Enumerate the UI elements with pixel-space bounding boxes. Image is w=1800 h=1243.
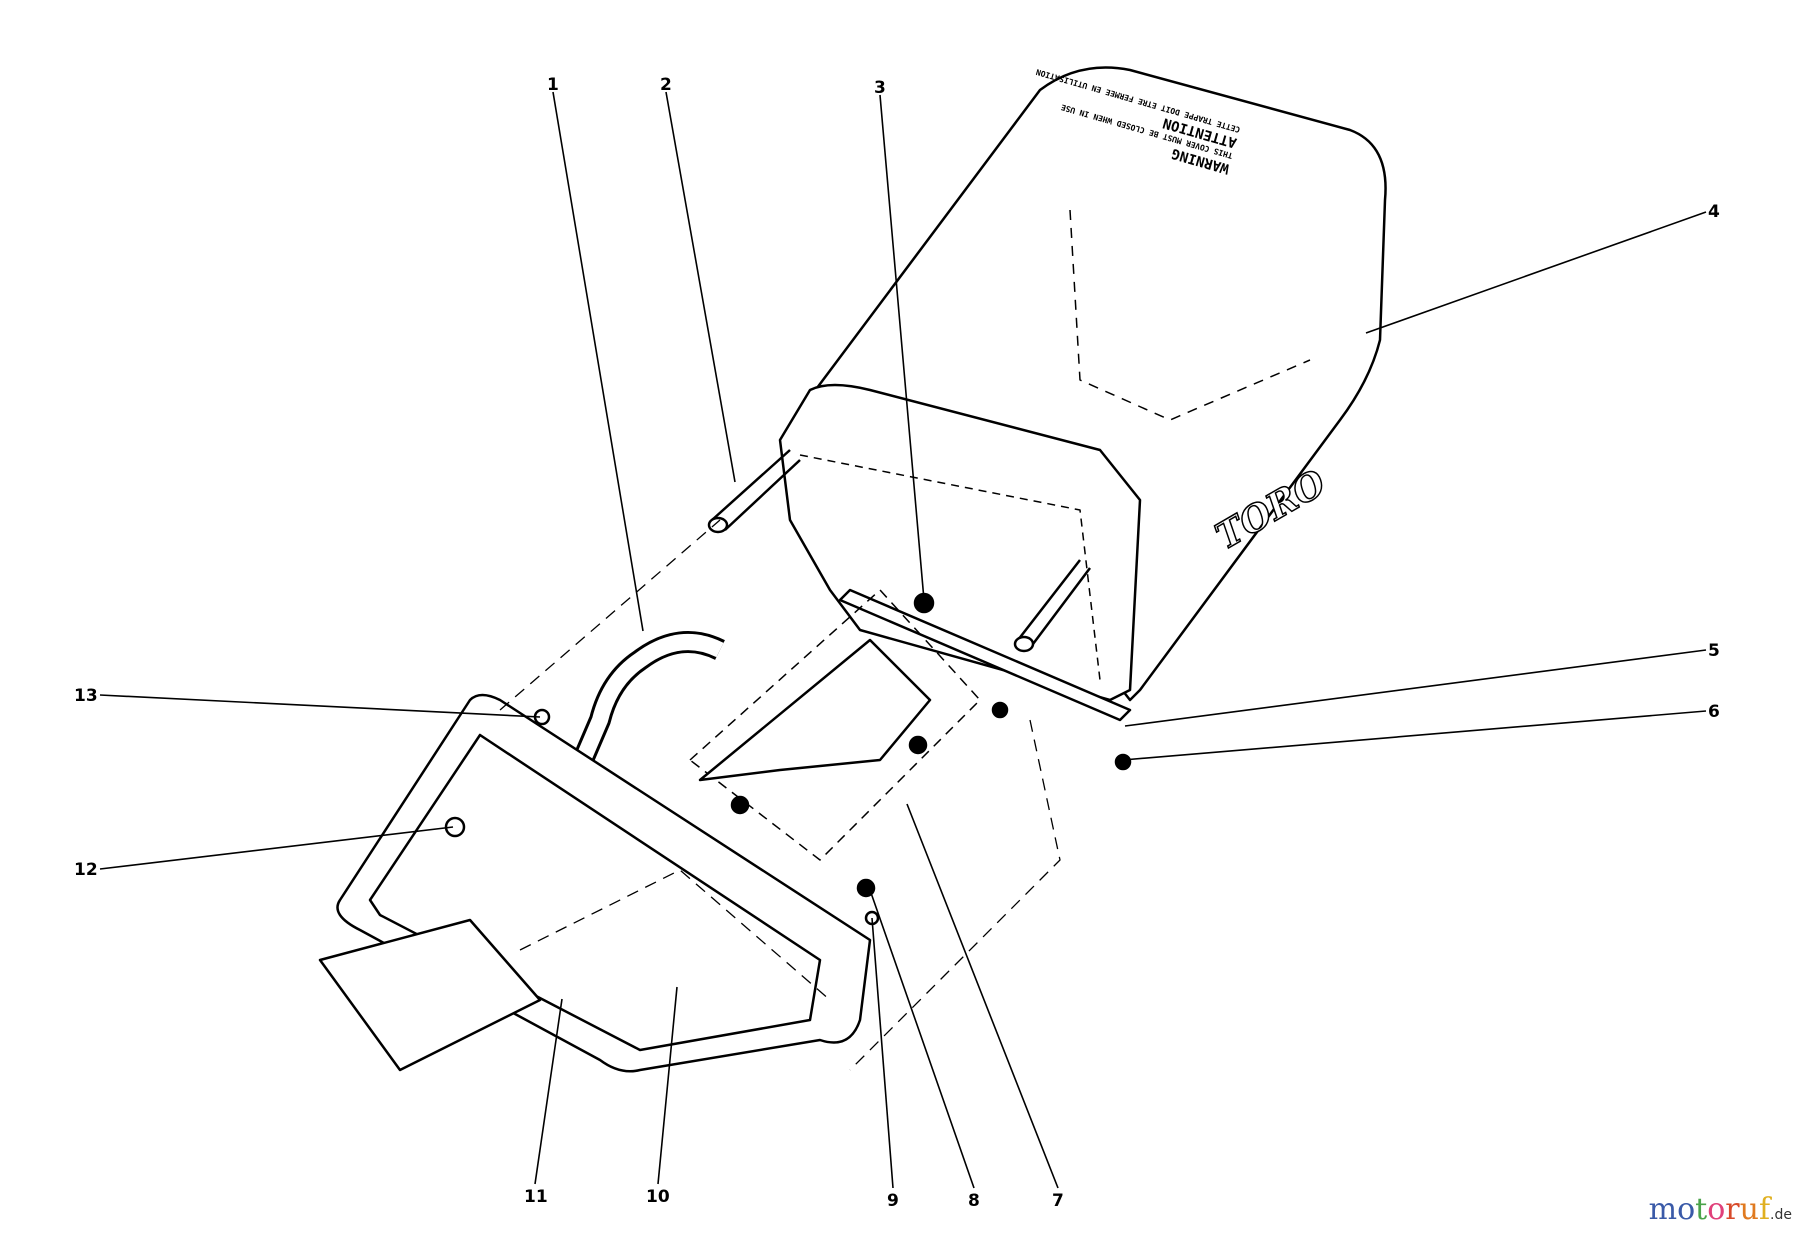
logo-letter: o xyxy=(1707,1192,1726,1227)
frame-tube-right xyxy=(1017,559,1091,649)
mounting-plate xyxy=(689,589,981,861)
callout-10: 10 xyxy=(646,1187,670,1207)
callout-13: 13 xyxy=(74,686,98,706)
logo-letter: o xyxy=(1677,1192,1696,1227)
callout-12: 12 xyxy=(74,860,98,880)
callout-4: 4 xyxy=(1708,202,1720,222)
callout-7: 7 xyxy=(1052,1191,1064,1211)
watermark-logo: motoruf.de xyxy=(1649,1192,1792,1227)
callout-2: 2 xyxy=(660,75,672,95)
callout-3: 3 xyxy=(874,78,886,98)
logo-suffix: .de xyxy=(1770,1207,1792,1223)
hinge-bracket xyxy=(698,638,932,782)
logo-letter: r xyxy=(1725,1192,1740,1227)
callout-11: 11 xyxy=(524,1187,548,1207)
callout-1: 1 xyxy=(547,75,559,95)
leader-lines xyxy=(99,91,1707,1189)
callout-5: 5 xyxy=(1708,641,1720,661)
logo-letter: f xyxy=(1758,1192,1771,1227)
callout-8: 8 xyxy=(968,1191,980,1211)
grass-bag xyxy=(806,66,1387,702)
bag-frame-bar xyxy=(838,588,1132,722)
callout-9: 9 xyxy=(887,1191,899,1211)
frame-tube-left xyxy=(711,449,801,531)
logo-letter: t xyxy=(1695,1192,1708,1227)
logo-letter: m xyxy=(1648,1192,1678,1227)
discharge-chute xyxy=(318,918,542,1072)
callout-6: 6 xyxy=(1708,702,1720,722)
logo-letter: u xyxy=(1739,1192,1759,1227)
